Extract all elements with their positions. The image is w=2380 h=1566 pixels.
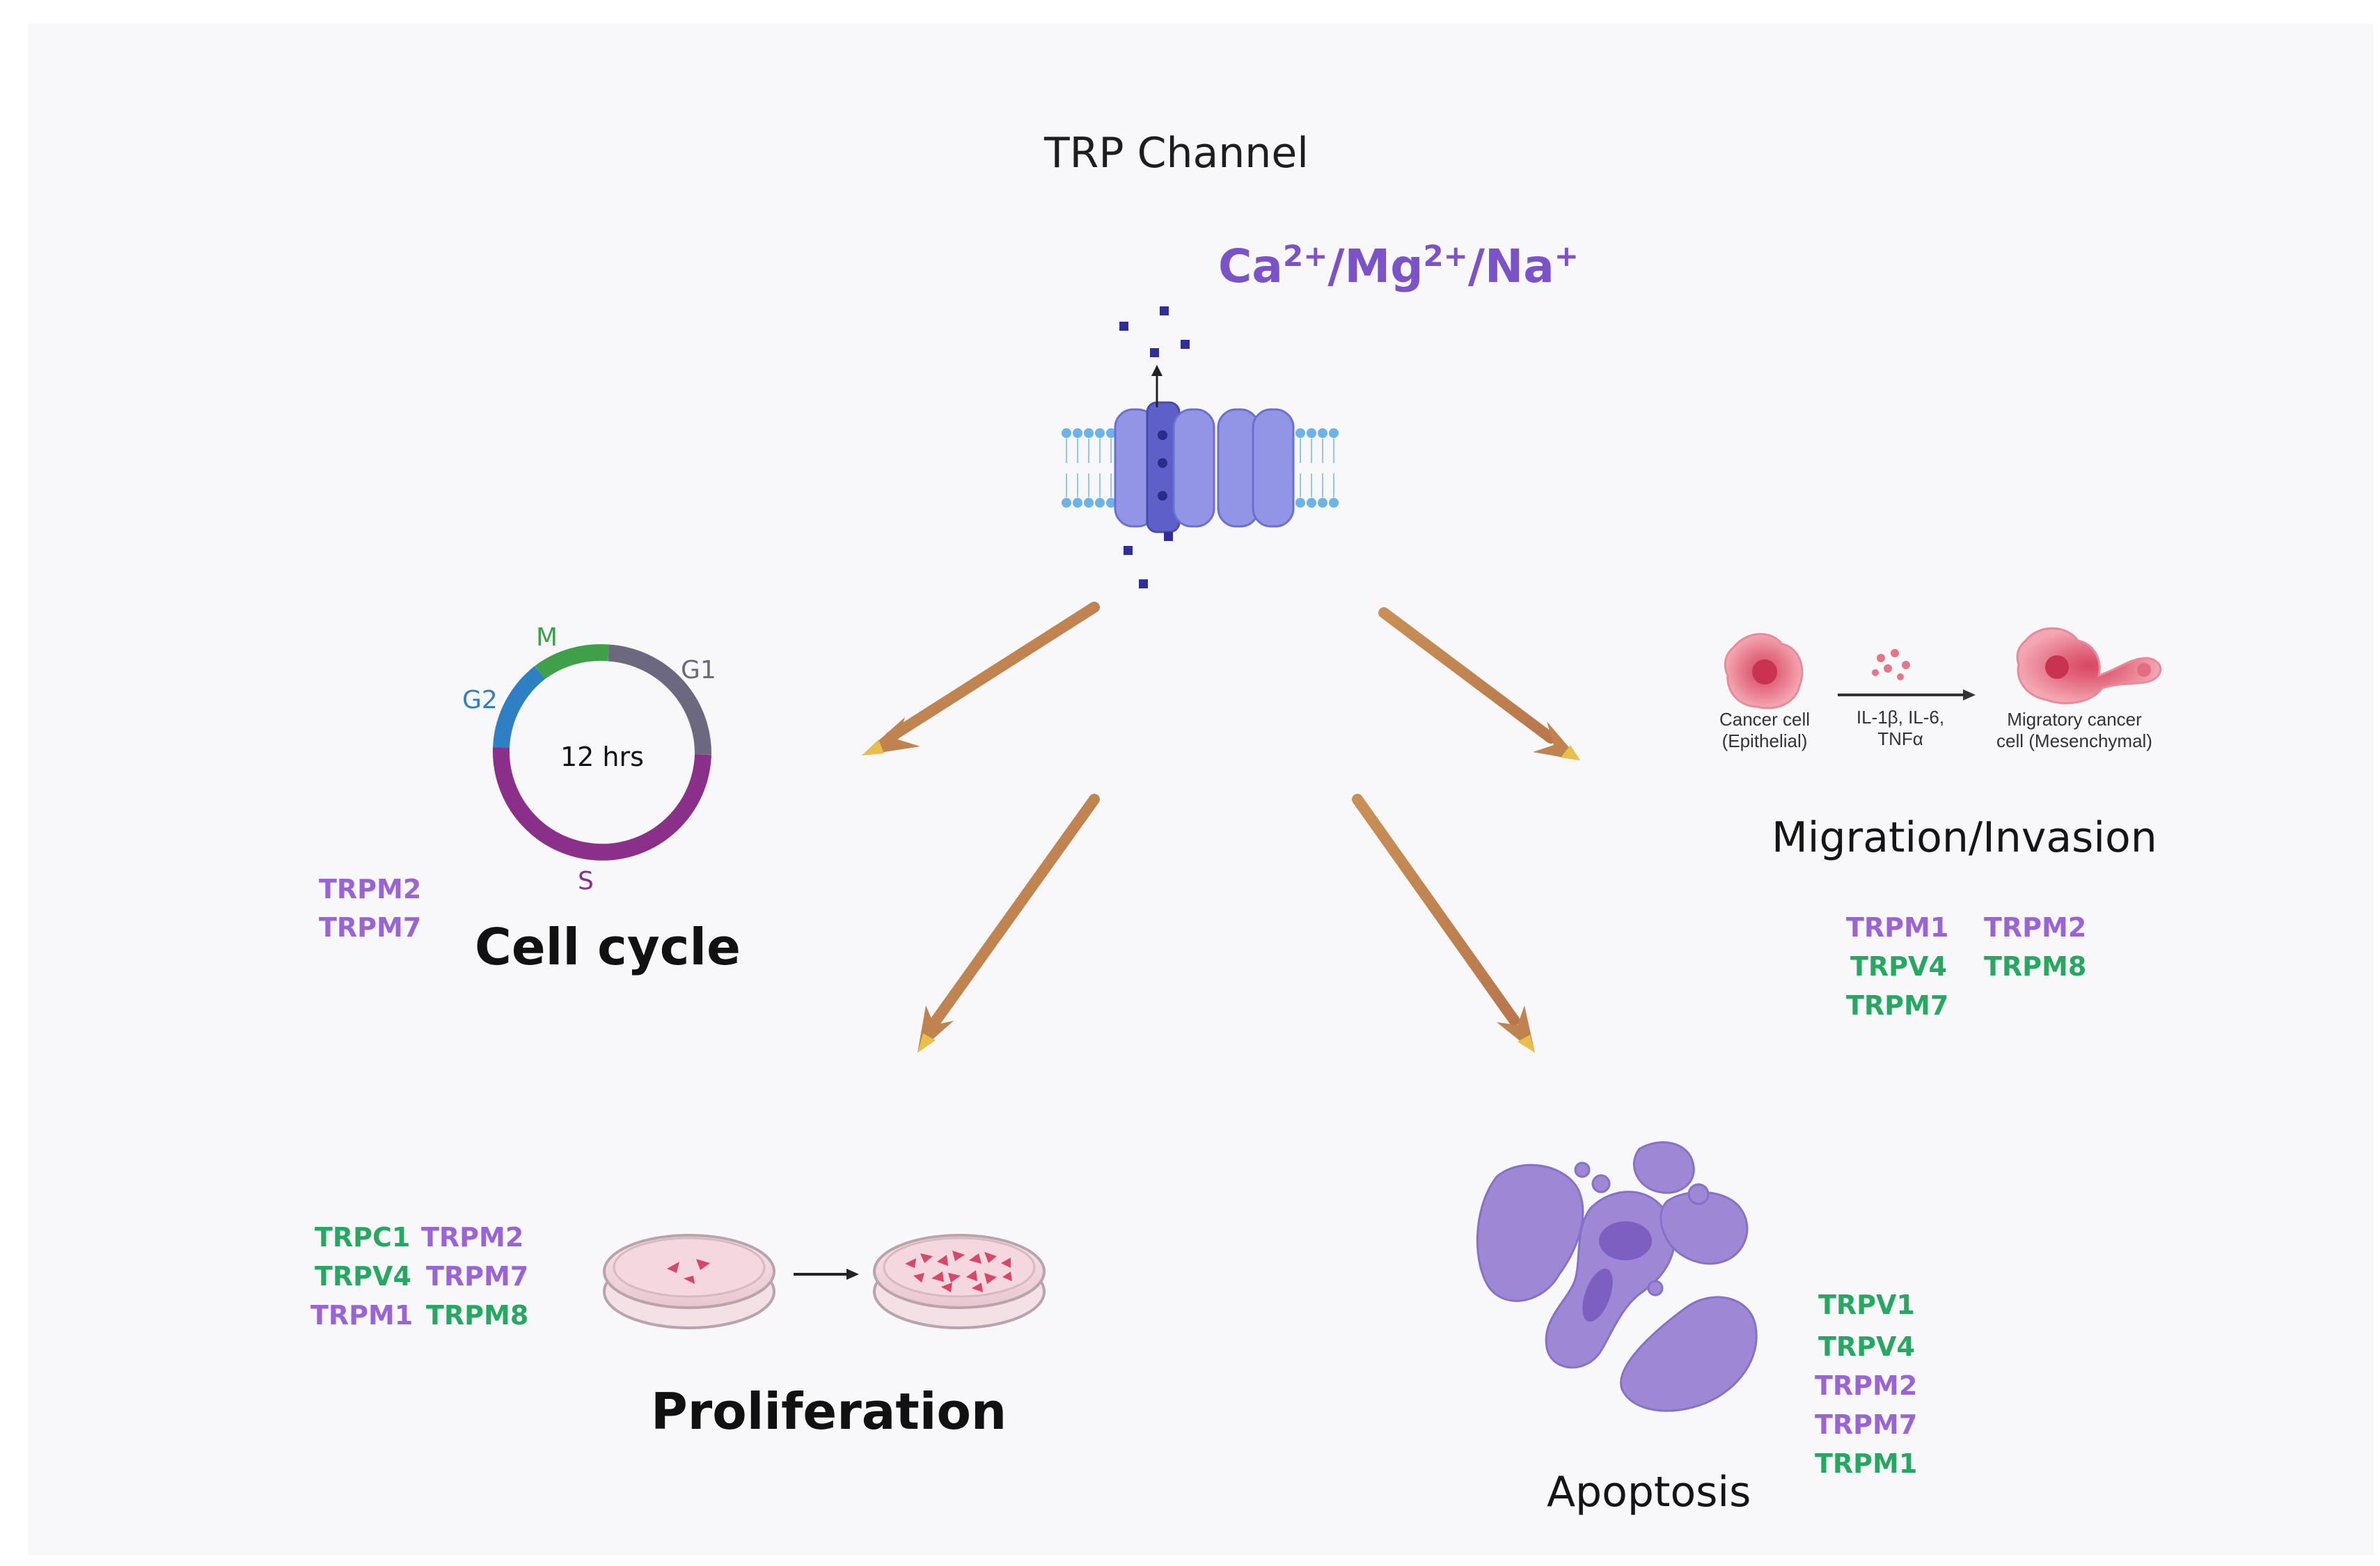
arrow-to-apoptosis [1352, 794, 1535, 1053]
proliferation-channel: TRPM7 [426, 1261, 529, 1292]
apoptosis-channel: TRPV4 [1818, 1331, 1915, 1362]
ion-label: Ca2+/Mg2+/Na+ [1218, 239, 1579, 293]
petri-dish-after-icon [873, 1234, 1046, 1329]
cancer-cell-caption: Cancer cell(Epithelial) [1699, 709, 1831, 752]
apoptosis-channel: TRPM7 [1815, 1409, 1918, 1440]
apoptosis-channel: TRPM1 [1815, 1448, 1918, 1479]
migration-channel: TRPM2 [1984, 912, 2087, 943]
caption-line: Migratory cancer [2007, 709, 2142, 730]
migration-channel: TRPM1 [1846, 912, 1949, 943]
trp-channel-icon [1114, 401, 1295, 533]
migration-channel: TRPV4 [1850, 951, 1947, 982]
proliferation-channel: TRPM2 [421, 1222, 524, 1253]
ion-ca: Ca [1218, 240, 1283, 293]
migratory-cancer-cell-icon [2016, 627, 2162, 705]
proliferation-channel: TRPC1 [315, 1222, 411, 1253]
cancer-cell-epithelial-icon [1724, 633, 1804, 710]
ion-mg-charge: 2+ [1423, 239, 1468, 273]
cell-cycle-channel: TRPM2 [319, 874, 422, 905]
apoptotic-cell-icon [1476, 1141, 1758, 1412]
arrow-to-cell-cycle [862, 602, 1100, 755]
caption-line: IL-1β, IL-6, [1856, 707, 1945, 728]
cycle-duration: 12 hrs [560, 742, 644, 772]
cell-cycle-ring [492, 644, 712, 861]
cell-cycle-channel: TRPM7 [319, 912, 422, 943]
ion-flow-arrow [1151, 365, 1163, 407]
migration-arrow [1838, 689, 1976, 700]
diagram-title: TRP Channel [1044, 129, 1309, 178]
migration-label: Migration/Invasion [1772, 813, 2157, 862]
apoptosis-channel: TRPV1 [1818, 1290, 1915, 1320]
ion-mg: /Mg [1327, 240, 1424, 293]
arrow-to-proliferation [917, 794, 1100, 1053]
cytokine-particles [1872, 649, 1910, 680]
petri-dish-arrow [794, 1269, 859, 1280]
phase-s-label: S [578, 867, 594, 895]
caption-line: cell (Mesenchymal) [1996, 730, 2152, 751]
phase-g2-label: G2 [462, 686, 498, 714]
caption-line: TNFα [1877, 728, 1923, 749]
caption-line: Cancer cell [1719, 709, 1811, 730]
proliferation-channel: TRPM8 [426, 1300, 529, 1331]
petri-dish-before-icon [603, 1234, 775, 1329]
ion-ca-charge: 2+ [1282, 239, 1328, 273]
proliferation-label: Proliferation [651, 1382, 1007, 1441]
figure-panel [28, 24, 2374, 1556]
proliferation-channel: TRPV4 [315, 1261, 411, 1292]
migration-channel: TRPM8 [1984, 951, 2087, 982]
caption-line: (Epithelial) [1721, 730, 1808, 751]
lipid-membrane [1062, 428, 1339, 508]
cell-cycle-label: Cell cycle [475, 918, 741, 976]
ion-na-charge: + [1554, 239, 1579, 273]
apoptosis-channel: TRPM2 [1815, 1370, 1918, 1401]
arrow-to-migration [1378, 607, 1580, 760]
apoptosis-label: Apoptosis [1547, 1468, 1751, 1517]
proliferation-channel: TRPM1 [310, 1300, 413, 1331]
phase-m-label: M [536, 623, 558, 652]
phase-g1-label: G1 [681, 656, 716, 684]
migration-channel: TRPM7 [1846, 990, 1949, 1021]
ion-na: /Na [1467, 240, 1554, 293]
cytokine-caption: IL-1β, IL-6,TNFα [1838, 707, 1963, 750]
ion-particles [1119, 306, 1190, 588]
